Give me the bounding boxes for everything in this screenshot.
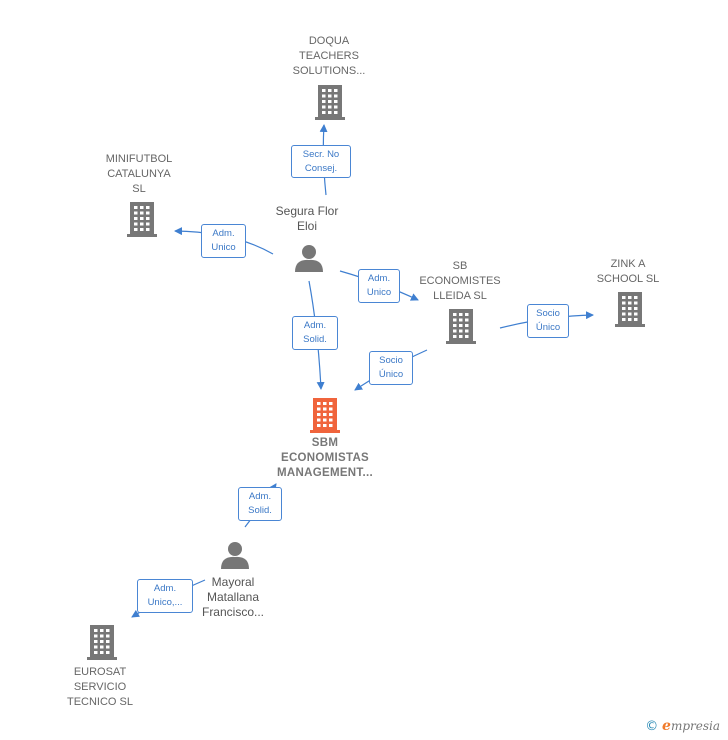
node-label-zink[interactable]: ZINK A SCHOOL SL — [596, 258, 660, 285]
node-label-doqua[interactable]: DOQUA TEACHERS SOLUTIONS... — [292, 35, 366, 77]
edge-label-e4[interactable]: Adm. Solid. — [292, 316, 338, 350]
node-label-sbeconomistes[interactable]: SB ECONOMISTES LLEIDA SL — [419, 260, 501, 302]
node-label-mayoral[interactable]: Mayoral Matallana Francisco... — [201, 575, 264, 619]
person-icon[interactable] — [295, 245, 323, 272]
edge-label-e3[interactable]: Adm. Unico — [358, 269, 400, 303]
edge-label-e6[interactable]: Socio Único — [369, 351, 413, 385]
node-label-eurosat[interactable]: EUROSAT SERVICIO TECNICO SL — [66, 666, 133, 708]
brand-logo-text: mpresia — [670, 719, 720, 733]
person-icon[interactable] — [221, 542, 249, 569]
edge-label-e1[interactable]: Secr. No Consej. — [291, 145, 351, 178]
building-icon[interactable] — [315, 85, 345, 120]
node-label-segura[interactable]: Segura Flor Eloi — [275, 204, 339, 233]
edge-label-e2[interactable]: Adm. Unico — [201, 224, 246, 258]
building-icon[interactable] — [615, 292, 645, 327]
edge-label-e8[interactable]: Adm. Unico,... — [137, 579, 193, 613]
building-icon[interactable] — [127, 202, 157, 237]
edge-label-e5[interactable]: Socio Único — [527, 304, 569, 338]
brand-logo-initial: e — [662, 718, 671, 734]
edge-label-e7[interactable]: Adm. Solid. — [238, 487, 282, 521]
node-label-minifutbol[interactable]: MINIFUTBOL CATALUNYA SL — [105, 153, 173, 195]
building-icon[interactable] — [87, 625, 117, 660]
copyright-symbol: © — [645, 719, 659, 734]
building-icon-main[interactable] — [310, 398, 340, 433]
node-label-sbm[interactable]: SBM ECONOMISTAS MANAGEMENT... — [277, 437, 373, 479]
building-icon[interactable] — [446, 309, 476, 344]
footer-brand: © empresia — [645, 718, 720, 734]
